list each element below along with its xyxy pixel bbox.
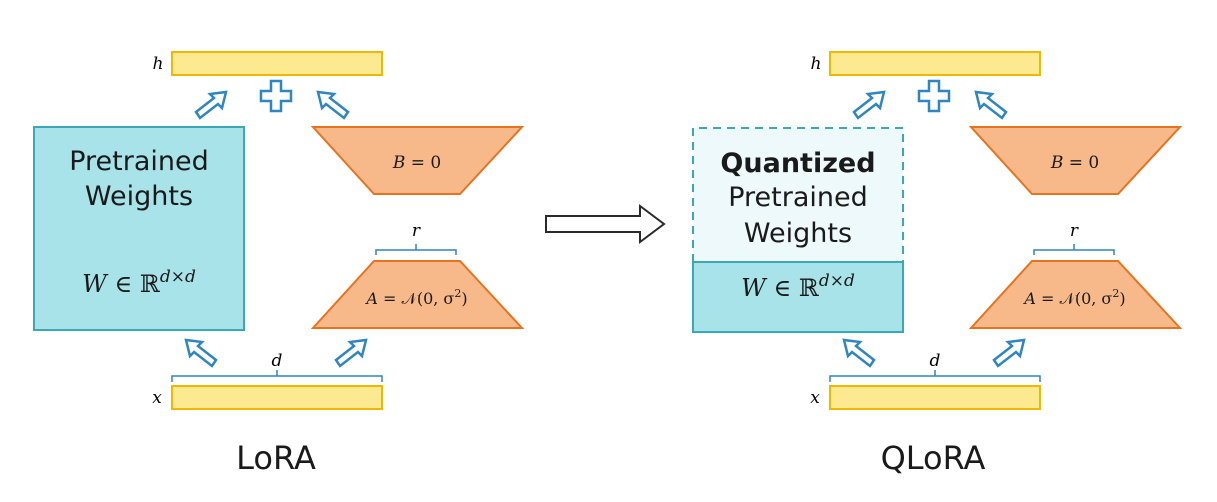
lora-b-math: B = 0: [392, 153, 441, 173]
qlora-d-brace: [829, 370, 1041, 382]
hollow-arrow-icon: [184, 338, 218, 368]
qlora-quantized-label: Quantized: [720, 148, 875, 179]
qlora-weights-math: W ∈ ℝd×d: [741, 271, 855, 302]
lora-r-label: r: [412, 221, 421, 241]
hollow-arrow-icon: [194, 90, 228, 120]
hollow-arrow-icon: [334, 338, 368, 368]
qlora-weights-line1: Pretrained: [728, 182, 868, 213]
qlora-dashed-border: [692, 127, 904, 262]
hollow-arrow-icon: [992, 338, 1026, 368]
lora-weights-line2: Weights: [85, 181, 193, 212]
hollow-arrow-icon: [852, 90, 886, 120]
qlora-weights-line2: Weights: [744, 218, 852, 249]
qlora-r-brace: [1033, 244, 1115, 255]
lora-a-math: A = 𝒩(0, σ2): [364, 287, 467, 308]
qlora-b-math: B = 0: [1050, 153, 1099, 173]
lora-r-brace: [375, 244, 457, 255]
lora-weights-box: [33, 126, 245, 331]
qlora-caption: QLoRA: [881, 439, 986, 477]
plus-icon: [917, 79, 951, 113]
lora-caption: LoRA: [236, 439, 316, 477]
right-arrow-icon: [545, 204, 666, 244]
qlora-weights-math-region: [692, 261, 904, 333]
lora-d-label: d: [272, 351, 283, 371]
lora-panel: h Pretrained Weights W ∈ ℝd×d B = 0 r A …: [33, 51, 525, 477]
qlora-a-math: A = 𝒩(0, σ2): [1022, 287, 1125, 308]
qlora-h-label: h: [811, 54, 822, 74]
qlora-r-label: r: [1070, 221, 1079, 241]
plus-icon: [259, 79, 293, 113]
lora-h-label: h: [153, 54, 164, 74]
hollow-arrow-icon: [316, 90, 350, 120]
lora-x-label: x: [152, 388, 162, 408]
qlora-a-matrix: [968, 260, 1183, 329]
qlora-b-matrix: [968, 126, 1183, 195]
qlora-d-label: d: [930, 351, 941, 371]
qlora-x-label: x: [810, 388, 820, 408]
lora-output-bar: [171, 51, 383, 76]
qlora-panel: h Quantized Pretrained Weights W ∈ ℝd×d …: [692, 51, 1183, 477]
hollow-arrow-icon: [842, 338, 876, 368]
hollow-arrow-icon: [974, 90, 1008, 120]
qlora-quantized-region: [693, 128, 903, 262]
lora-input-bar: [171, 385, 383, 410]
lora-b-matrix: [310, 126, 525, 195]
lora-weights-line1: Pretrained: [69, 146, 209, 177]
lora-a-matrix: [310, 260, 525, 329]
lora-weights-math: W ∈ ℝd×d: [82, 267, 196, 298]
qlora-input-bar: [829, 385, 1041, 410]
qlora-output-bar: [829, 51, 1041, 76]
lora-d-brace: [171, 370, 383, 382]
